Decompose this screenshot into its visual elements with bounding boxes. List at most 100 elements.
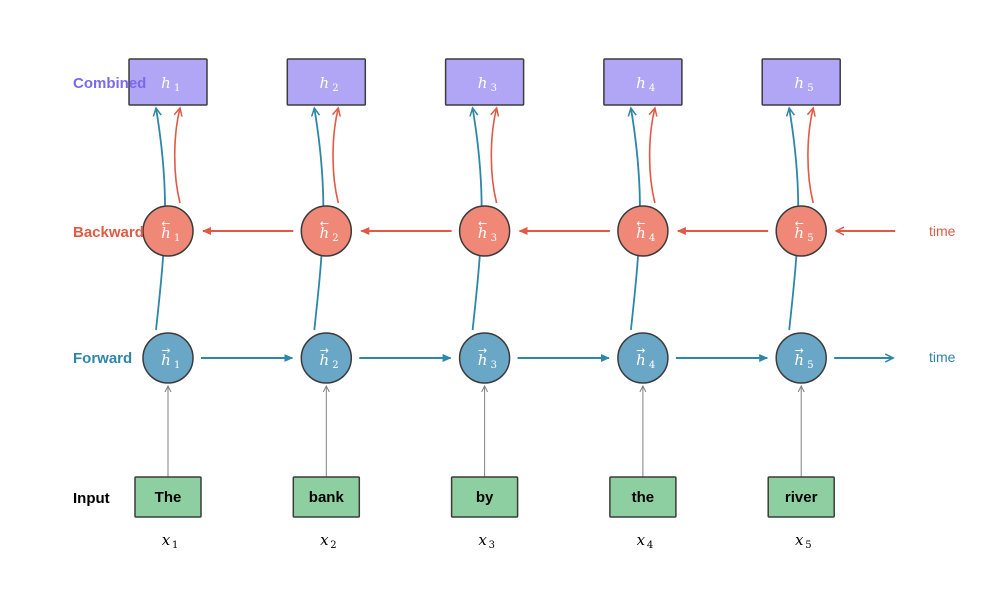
input-node-4: the [609, 476, 677, 518]
combined-h-4-subscript: 4 [649, 83, 655, 94]
backward-circle-4 [617, 205, 669, 257]
input-x-subscript-2: 2 [330, 540, 336, 551]
input-box-1 [134, 476, 202, 518]
backward-h-5-arrow-glyph: ← [795, 217, 804, 230]
forward-h-3-symbol: h [478, 351, 488, 369]
forward-h-1-symbol: h [161, 351, 171, 369]
backward-h-2-symbol: h [319, 224, 329, 242]
forward-h-2-symbol: h [319, 351, 329, 369]
backward-to-combined-arrow-5 [808, 108, 813, 204]
input-box-2 [292, 476, 361, 518]
combined-h-5-symbol: h [794, 74, 804, 92]
input-word-5: river [785, 489, 818, 506]
input-box-3 [450, 476, 519, 518]
forward-h-3-arrow-glyph: → [478, 344, 487, 357]
input-x-subscript-5: 5 [805, 540, 811, 551]
input-x-symbol-2: x [320, 531, 329, 549]
backward-h-4-arrow-glyph: ← [636, 217, 645, 230]
forward-h-2-arrow-glyph: → [320, 344, 329, 357]
backward-row-label: Backward [73, 224, 144, 241]
input-x-symbol-5: x [795, 531, 804, 549]
backward-to-combined-arrow-2 [333, 108, 338, 204]
combined-box-4 [603, 58, 683, 106]
input-row-label: Input [73, 490, 110, 507]
forward-h-3-subscript: 3 [491, 360, 497, 371]
forward-circle-4 [617, 332, 669, 384]
combined-box-5 [761, 58, 841, 106]
input-word-2: bank [309, 489, 345, 506]
backward-h-4-subscript: 4 [649, 233, 655, 244]
combined-row-label: Combined [73, 75, 146, 92]
forward-h-4-symbol: h [636, 351, 646, 369]
combined-h-4-symbol: h [636, 74, 646, 92]
backward-to-combined-arrow-1 [175, 108, 180, 204]
forward-h-5-symbol: h [794, 351, 804, 369]
combined-h-2-symbol: h [319, 74, 329, 92]
forward-h-4-subscript: 4 [649, 360, 655, 371]
combined-h-3-symbol: h [478, 74, 488, 92]
input-node-2: bank [292, 476, 361, 518]
backward-h-5-subscript: 5 [807, 233, 813, 244]
forward-h-5-arrow-glyph: → [795, 344, 804, 357]
backward-circle-3 [458, 205, 511, 257]
backward-circle-2 [300, 205, 353, 257]
input-x-symbol-4: x [637, 531, 646, 549]
forward-time-label: time [929, 349, 956, 365]
input-x-subscript-1: 1 [172, 540, 178, 551]
backward-h-1-subscript: 1 [174, 233, 180, 244]
combined-box-3 [444, 58, 525, 106]
forward-h-4-arrow-glyph: → [636, 344, 645, 357]
backward-h-3-subscript: 3 [491, 233, 497, 244]
backward-time-label: time [929, 223, 956, 239]
backward-h-2-arrow-glyph: ← [320, 217, 329, 230]
input-word-3: by [476, 489, 494, 506]
backward-to-combined-arrow-4 [650, 108, 655, 204]
input-node-3: by [450, 476, 519, 518]
input-x-symbol-3: x [478, 531, 487, 549]
backward-h-1-symbol: h [161, 224, 171, 242]
combined-box-2 [286, 58, 367, 106]
input-box-4 [609, 476, 677, 518]
backward-h-1-arrow-glyph: ← [161, 217, 170, 230]
forward-row-label: Forward [73, 350, 132, 367]
combined-h-3-subscript: 3 [491, 83, 497, 94]
backward-h-2-subscript: 2 [332, 233, 338, 244]
forward-circle-1 [142, 332, 194, 384]
edges-layer [156, 108, 896, 477]
forward-h-1-subscript: 1 [174, 360, 180, 371]
combined-h-1-symbol: h [161, 74, 171, 92]
combined-h-5-subscript: 5 [807, 83, 813, 94]
forward-circle-3 [458, 332, 511, 384]
input-node-5: river [767, 476, 835, 518]
forward-h-2-subscript: 2 [332, 360, 338, 371]
backward-h-3-arrow-glyph: ← [478, 217, 487, 230]
input-x-symbol-1: x [162, 531, 171, 549]
forward-h-5-subscript: 5 [807, 360, 813, 371]
backward-circle-1 [142, 205, 194, 257]
input-node-1: The [134, 476, 202, 518]
forward-circle-2 [300, 332, 353, 384]
input-word-4: the [632, 489, 655, 506]
input-x-subscript-3: 3 [489, 540, 495, 551]
backward-h-5-symbol: h [794, 224, 804, 242]
forward-h-1-arrow-glyph: → [161, 344, 170, 357]
